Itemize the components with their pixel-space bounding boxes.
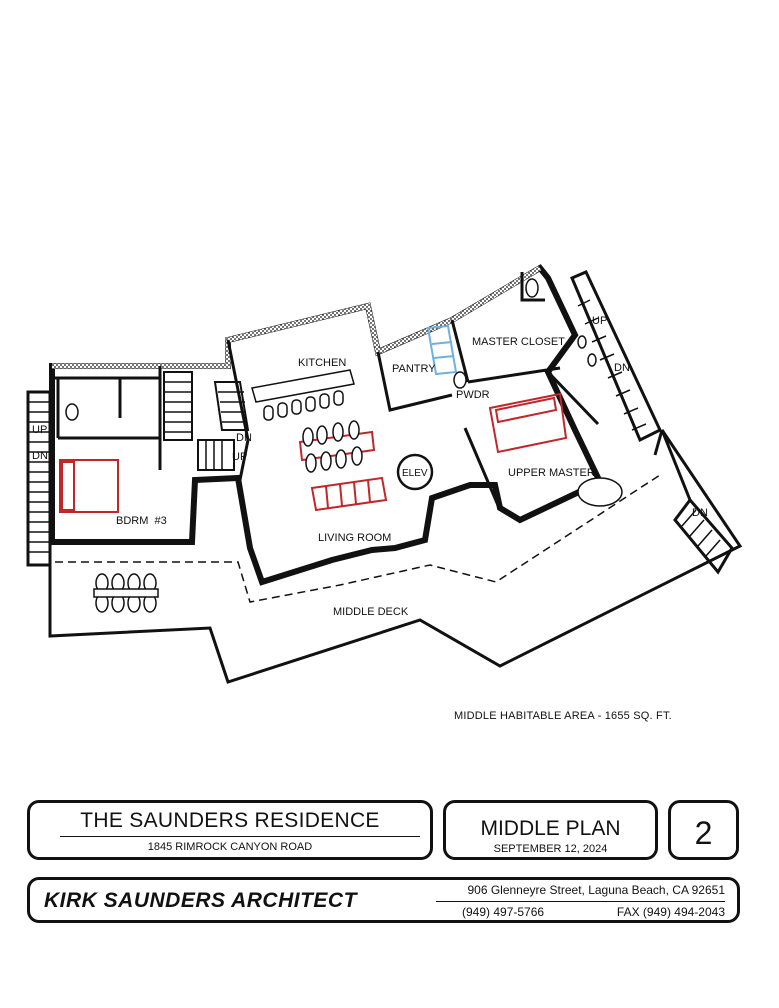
deck-table [93,573,159,613]
kitchen-counter [251,369,355,421]
label-upper-master: UPPER MASTER [508,467,595,479]
label-stair-deck-dn: DN [692,507,708,519]
label-kitchen: KITCHEN [298,357,346,369]
firm-address: 906 Glenneyre Street, Laguna Beach, CA 9… [467,883,725,897]
deck-edge-dashed [55,474,661,603]
label-pwdr: PWDR [456,389,490,401]
elevator [396,453,434,491]
bath-fixtures [65,278,623,507]
label-bdrm3: BDRM #3 [116,515,167,527]
middle-deck-outline [48,429,743,684]
label-stair-left-dn: DN [32,450,48,462]
label-stair-right-up: UP [592,315,607,327]
sheet-title: MIDDLE PLAN [480,817,621,840]
label-stair-right-dn: DN [614,362,630,374]
firm-name: KIRK SAUNDERS ARCHITECT [44,889,357,912]
project-address: 1845 RIMROCK CANYON ROAD [147,841,313,853]
habitable-area-note: MIDDLE HABITABLE AREA - 1655 SQ. FT. [454,710,672,722]
project-name: THE SAUNDERS RESIDENCE [80,809,380,832]
stair-left [26,390,52,567]
label-middle-deck: MIDDLE DECK [333,606,409,618]
firm-phone: (949) 497-5766 [462,905,545,919]
label-pantry: PANTRY [392,363,436,375]
label-stair-center-up: UP [232,451,247,463]
sheet-number: 2 [694,815,713,851]
floor-plan: KITCHEN PANTRY MASTER CLOSET PWDR UPPER … [26,264,743,684]
sheet-number-box: 2 [668,800,739,860]
label-elev: ELEV [402,468,428,479]
firm-contact-divider [436,901,725,902]
label-living-room: LIVING ROOM [318,532,391,544]
dining-chairs [302,420,363,473]
label-stair-left-up: UP [32,424,47,436]
label-stair-center-dn: DN [236,432,252,444]
project-divider [60,836,420,837]
sheet-date: SEPTEMBER 12, 2024 [493,843,608,855]
stair-center [163,371,250,471]
furniture-red [59,392,568,513]
exterior-wall-hatch [52,265,542,369]
sheet-title-box: MIDDLE PLAN SEPTEMBER 12, 2024 [443,800,658,860]
firm-box: KIRK SAUNDERS ARCHITECT 906 Glenneyre St… [27,877,740,923]
glass-shelf [426,324,458,376]
interior-walls [55,272,600,511]
stair-right [570,270,734,575]
firm-fax: FAX (949) 494-2043 [616,905,725,919]
project-title-box: THE SAUNDERS RESIDENCE 1845 RIMROCK CANY… [27,800,433,860]
label-master-closet: MASTER CLOSET [472,336,565,348]
